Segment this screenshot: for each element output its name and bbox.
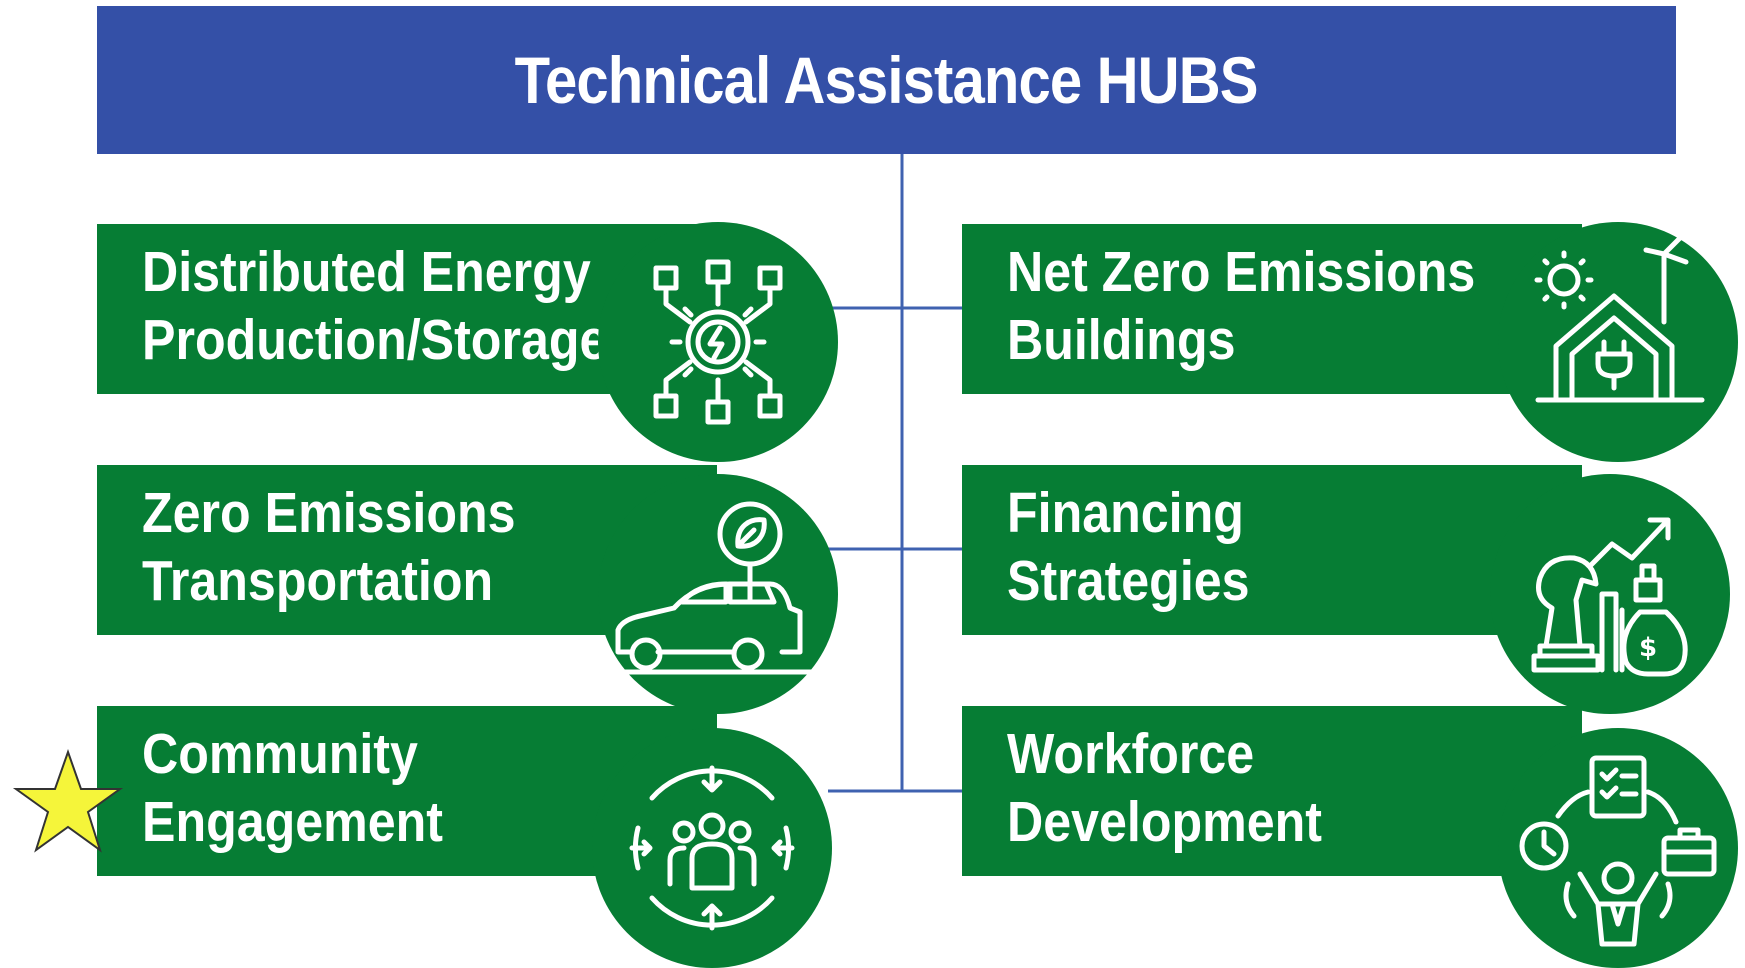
hub-label-line1: Net Zero Emissions <box>1007 240 1476 304</box>
workforce-development-icon <box>1498 728 1738 968</box>
hub-label-line2: Transportation <box>142 549 494 613</box>
star-icon <box>12 748 124 853</box>
financing-strategy-icon: $ <box>1490 474 1730 714</box>
hub-label-line1: Workforce <box>1007 722 1255 786</box>
hub-label-line1: Distributed Energy <box>142 240 591 304</box>
hub-label-line2: Buildings <box>1007 308 1236 372</box>
svg-text:$: $ <box>1639 633 1657 663</box>
hub-card-net-zero-buildings[interactable]: Net Zero Emissions Buildings <box>962 224 1582 394</box>
hub-label-line1: Community <box>142 722 418 786</box>
community-cycle-icon <box>592 728 832 968</box>
page-title: Technical Assistance HUBS <box>515 43 1259 117</box>
hub-label-line1: Financing <box>1007 481 1244 545</box>
hub-label-line2: Engagement <box>142 790 444 854</box>
hub-card-workforce-development[interactable]: Workforce Development <box>962 706 1582 876</box>
electric-car-leaf-icon <box>598 474 838 714</box>
green-house-wind-sun-icon <box>1498 222 1738 462</box>
hub-title-banner: Technical Assistance HUBS <box>97 6 1676 154</box>
hub-card-financing-strategies[interactable]: Financing Strategies <box>962 465 1582 635</box>
hub-label-line2: Strategies <box>1007 549 1250 613</box>
hub-label-line1: Zero Emissions <box>142 481 516 545</box>
hub-label-line2: Production/Storage <box>142 308 608 372</box>
energy-network-gear-icon <box>598 222 838 462</box>
hub-label-line2: Development <box>1007 790 1322 854</box>
